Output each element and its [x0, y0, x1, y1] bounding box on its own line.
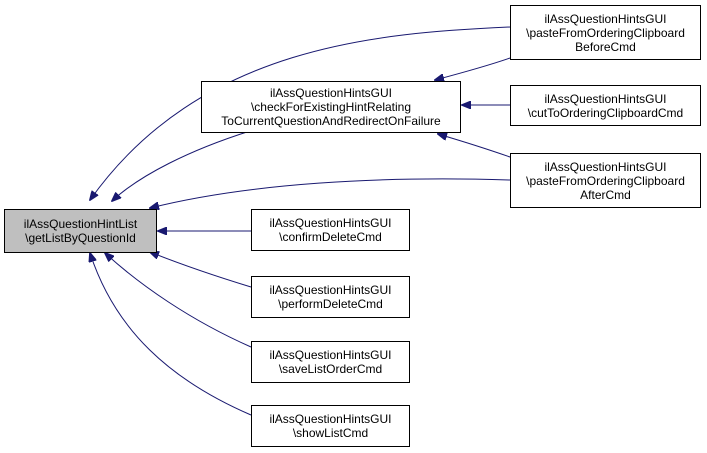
node-pastebefore[interactable]: ilAssQuestionHintsGUI \pasteFromOrdering…	[510, 5, 701, 60]
node-confirmdelete-line-1: ilAssQuestionHintsGUI	[269, 216, 392, 230]
edge-pasteafter-to-check	[438, 134, 511, 158]
edge-pastebefore-to-getlist	[90, 26, 511, 200]
node-savelistorder-line-1: ilAssQuestionHintsGUI	[269, 348, 392, 362]
node-performdelete-line-2: \performDeleteCmd	[278, 297, 383, 311]
node-showlist[interactable]: ilAssQuestionHintsGUI \showListCmd	[251, 405, 410, 447]
node-savelistorder[interactable]: ilAssQuestionHintsGUI \saveListOrderCmd	[251, 341, 410, 383]
node-checkforexistinghint-line-1: ilAssQuestionHintsGUI	[269, 86, 393, 100]
node-pastebefore-line-2: \pasteFromOrderingClipboard	[526, 25, 685, 40]
edge-check-to-getlist	[112, 130, 251, 201]
node-pasteafter-line-3: AfterCmd	[580, 187, 631, 202]
node-pastebefore-line-3: BeforeCmd	[575, 39, 636, 54]
edges	[90, 26, 511, 416]
node-confirmdelete[interactable]: ilAssQuestionHintsGUI \confirmDeleteCmd	[251, 209, 410, 251]
node-checkforexistinghint-line-3: ToCurrentQuestionAndRedirectOnFailure	[221, 114, 441, 128]
node-performdelete-line-1: ilAssQuestionHintsGUI	[269, 283, 392, 297]
node-showlist-line-2: \showListCmd	[292, 426, 369, 440]
node-pasteafter[interactable]: ilAssQuestionHintsGUI \pasteFromOrdering…	[510, 153, 701, 208]
node-savelistorder-line-2: \saveListOrderCmd	[278, 362, 383, 376]
node-cuttoorderingclipboard-line-1: ilAssQuestionHintsGUI	[544, 91, 667, 106]
node-getlistbyquestionid-line-1: ilAssQuestionHintList	[23, 217, 138, 231]
node-pasteafter-line-2: \pasteFromOrderingClipboard	[526, 173, 685, 188]
node-checkforexistinghint-line-2: \checkForExistingHintRelating	[250, 100, 412, 114]
edge-pasteafter-to-getlist	[150, 178, 511, 208]
edge-showlist-to-getlist	[90, 253, 252, 416]
node-getlistbyquestionid-line-2: \getListByQuestionId	[25, 231, 136, 245]
node-getlistbyquestionid[interactable]: ilAssQuestionHintList \getListByQuestion…	[4, 209, 157, 253]
edge-savelistorder-to-getlist	[105, 253, 252, 348]
node-confirmdelete-line-2: \confirmDeleteCmd	[279, 230, 382, 244]
node-checkforexistinghint[interactable]: ilAssQuestionHintsGUI \checkForExistingH…	[201, 81, 461, 133]
node-showlist-line-1: ilAssQuestionHintsGUI	[269, 412, 392, 426]
node-cuttoorderingclipboard-line-2: \cutToOrderingClipboardCmd	[527, 105, 684, 120]
edge-pastebefore-to-check	[435, 57, 511, 80]
node-pasteafter-line-1: ilAssQuestionHintsGUI	[544, 159, 667, 174]
node-cuttoorderingclipboard[interactable]: ilAssQuestionHintsGUI \cutToOrderingClip…	[510, 85, 701, 126]
node-performdelete[interactable]: ilAssQuestionHintsGUI \performDeleteCmd	[251, 276, 410, 318]
edge-performdelete-to-getlist	[150, 252, 252, 288]
node-pastebefore-line-1: ilAssQuestionHintsGUI	[544, 11, 667, 26]
